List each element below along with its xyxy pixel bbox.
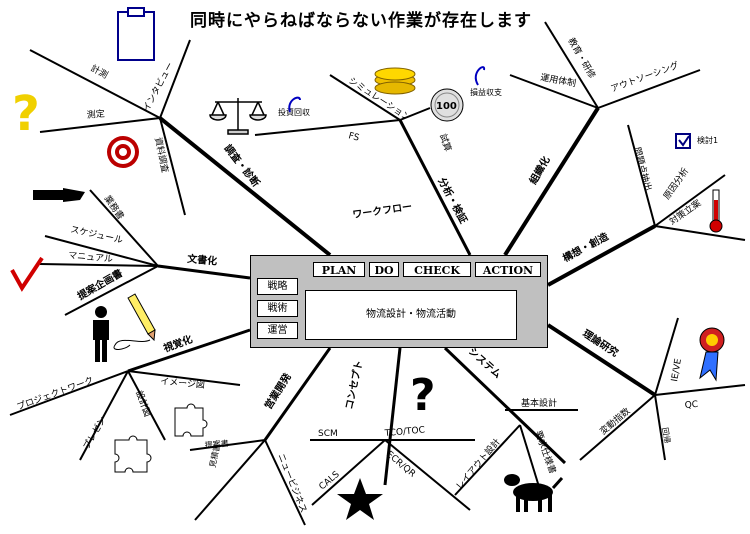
branch-bunsho: 文書化 (187, 252, 218, 268)
coins-icon (374, 67, 416, 95)
label-tco: TCO/TOC (383, 426, 425, 440)
label-soneki: 損益収支 (470, 87, 502, 97)
label-kaiki: 回帰 (660, 427, 673, 444)
label-ieve: IE/VE (670, 358, 684, 383)
center-panel: PLAN DO CHECK ACTION 戦略 戦術 運営 物流設計・物流活動 (250, 255, 548, 348)
dog-icon (504, 474, 564, 512)
label-schedule: スケジュール (69, 224, 123, 246)
branch-riron: 理論研究 (580, 327, 621, 360)
checkbox-icon (675, 133, 691, 149)
clipboard-icon (117, 7, 155, 61)
label-genin: 原因分析 (661, 165, 691, 201)
main-panel: 物流設計・物流活動 (305, 290, 517, 340)
pointing-hand-icon (33, 188, 85, 202)
label-kentou: 検討1 (697, 135, 718, 145)
page-title: 同時にやらねばならない作業が存在します (190, 11, 532, 31)
label-manual: マニュアル (68, 251, 113, 265)
label-hendou: 変動指数 (597, 405, 632, 437)
label-presen: プレゼン (80, 414, 108, 451)
pdca-check[interactable]: CHECK (403, 262, 471, 277)
question-mark-icon-2: ? (410, 370, 436, 421)
arrow-up-icon-2 (474, 66, 486, 86)
label-sokutei: 測定 (86, 107, 105, 121)
label-toushi: 投資回収 (278, 107, 310, 117)
arrow-up-icon (288, 96, 301, 113)
branch-soshiki: 組織化 (526, 154, 552, 186)
senryaku-button[interactable]: 戦略 (257, 278, 298, 295)
label-shiryo: 資料調査 (152, 136, 171, 174)
label-outsourcing: アウトソーシング (609, 59, 681, 95)
label-mondai: 問題点抽出 (631, 146, 654, 193)
pdca-action[interactable]: ACTION (475, 262, 541, 277)
target-icon (107, 136, 139, 168)
branch-concept: コンセプト (342, 359, 365, 411)
label-sekkei: 設計図 (133, 389, 154, 418)
label-scm: SCM (318, 429, 338, 439)
label-keisoku: 計測 (89, 62, 111, 81)
coin-100-icon: 100 (430, 88, 464, 122)
label-newbiz: ニュービジネス (275, 452, 309, 515)
puzzle-icon (114, 403, 208, 473)
label-teian: 提案書 (204, 438, 229, 450)
person-icon (93, 306, 109, 362)
label-fs: FS (347, 131, 360, 144)
label-shisan: 試算 (437, 132, 454, 153)
question-mark-icon: ? (12, 86, 40, 142)
unei-button[interactable]: 運営 (257, 322, 298, 339)
rosette-icon (699, 327, 725, 382)
pdca-plan[interactable]: PLAN (313, 262, 365, 277)
label-mitsumori: 見積書 (207, 443, 222, 469)
thermometer-icon (709, 189, 723, 233)
label-workflow: ワークフロー (352, 201, 413, 221)
label-interview: インタビュー (141, 61, 176, 114)
label-kyouiku: 教育・研修 (565, 36, 598, 81)
star-icon (337, 478, 383, 520)
label-layout: レイアウト設計 (453, 436, 503, 492)
label-project: プロジェクトワーク (15, 375, 95, 413)
checkmark-icon (10, 256, 44, 292)
label-qc: QC (684, 400, 698, 411)
pdca-do[interactable]: DO (369, 262, 399, 277)
coin-label: 100 (436, 101, 457, 112)
senjutsu-button[interactable]: 戦術 (257, 300, 298, 317)
scales-icon (209, 98, 267, 135)
label-image: イメージ図 (160, 376, 206, 391)
label-ecr: ECR/QR (384, 450, 417, 480)
label-unyou: 運用体制 (539, 71, 577, 89)
branch-kousou: 構想・創造 (560, 229, 611, 264)
label-kihon: 基本設計 (521, 397, 557, 409)
pencil-icon (113, 293, 156, 350)
